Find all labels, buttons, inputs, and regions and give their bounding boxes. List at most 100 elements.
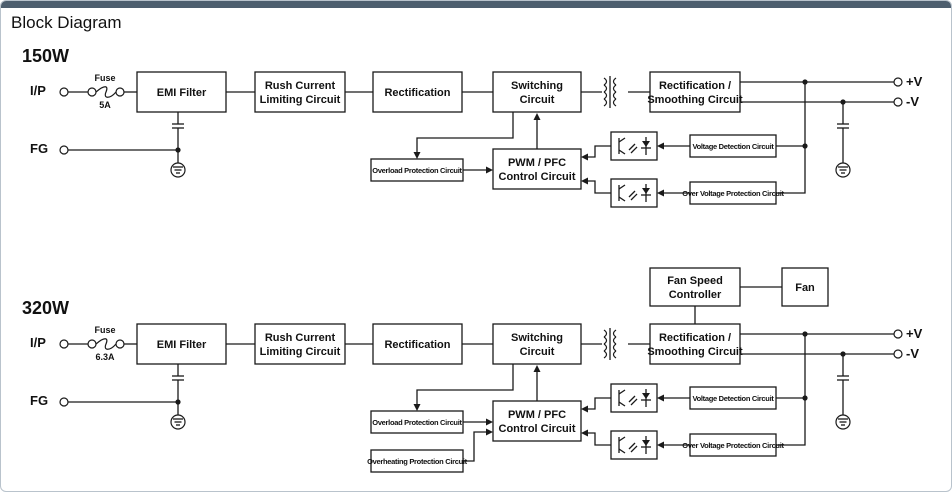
arrow-head — [657, 441, 664, 449]
wire — [628, 190, 636, 198]
terminal-circle — [893, 77, 903, 87]
emi-filter-block-label: EMI Filter — [157, 339, 207, 351]
wire — [618, 137, 626, 143]
fan-speed-controller-block-label: Controller — [669, 289, 722, 301]
transformer-coil — [612, 336, 617, 345]
smoothing-block-label: Smoothing Circuit — [647, 346, 743, 358]
terminal-circle — [115, 87, 125, 97]
terminal-circle — [893, 329, 903, 339]
transformer-coil — [612, 350, 617, 359]
arrow-head — [657, 142, 664, 150]
arrow-head — [486, 428, 493, 436]
wire — [776, 82, 806, 194]
rush-current-block-label: Limiting Circuit — [260, 94, 341, 106]
arrow-head — [413, 152, 421, 159]
arrow-head — [413, 404, 421, 411]
transformer-coil — [612, 343, 617, 352]
input-label: I/P — [30, 83, 46, 98]
transformer-coil — [603, 350, 608, 359]
wire — [588, 145, 611, 158]
voltage-detection-block-label: Voltage Detection Circuit — [692, 394, 774, 403]
switching-block-label: Circuit — [520, 346, 555, 358]
output-minus-label: -V — [906, 346, 919, 361]
emi-filter-block — [136, 323, 227, 365]
wire — [618, 389, 626, 395]
smoothing-block — [649, 71, 741, 113]
emi-filter-block — [136, 71, 227, 113]
optocoupler — [610, 383, 658, 413]
terminal-circle — [59, 87, 69, 97]
header-bar — [1, 1, 951, 8]
transformer-coil — [612, 91, 617, 100]
terminal-circle — [87, 339, 97, 349]
wire — [588, 397, 611, 410]
wire — [628, 143, 636, 151]
switching-block — [492, 323, 582, 365]
section-heading: 150W — [22, 46, 69, 66]
wire — [618, 401, 626, 407]
pwm-control-block-label: PWM / PFC — [508, 409, 566, 421]
fuse-label: Fuse — [94, 325, 115, 335]
fan-block — [781, 267, 829, 307]
section-heading: 320W — [22, 298, 69, 318]
optocoupler — [610, 131, 658, 161]
overload-protection-block-label: Overload Protection Circuit — [372, 166, 462, 175]
pwm-control-block — [492, 148, 582, 190]
fuse-rating: 6.3A — [95, 352, 115, 362]
wire — [588, 180, 611, 194]
fan-block-label: Fan — [795, 282, 815, 294]
transformer-coil — [603, 91, 608, 100]
arrow-head — [581, 405, 588, 413]
transformer-coil — [603, 98, 608, 107]
arrow-head — [486, 418, 493, 426]
arrow-head — [486, 166, 493, 174]
pwm-control-block-label: Control Circuit — [499, 423, 576, 435]
rectification-block — [372, 323, 463, 365]
overload-protection-block-label: Overload Protection Circuit — [372, 418, 462, 427]
output-plus-label: +V — [906, 326, 923, 341]
output-plus-label: +V — [906, 74, 923, 89]
transformer-coil — [603, 84, 608, 93]
fuse-icon — [95, 86, 117, 98]
optocoupler — [610, 430, 658, 460]
transformer-coil — [603, 336, 608, 345]
arrow-head — [533, 113, 541, 120]
pwm-control-block-label: Control Circuit — [499, 171, 576, 183]
fuse-label: Fuse — [94, 73, 115, 83]
wire — [618, 436, 626, 442]
rectification-block-label: Rectification — [384, 87, 450, 99]
voltage-detection-block-label: Voltage Detection Circuit — [692, 142, 774, 151]
terminal-circle — [59, 339, 69, 349]
junction-dot — [175, 147, 181, 153]
switching-block-label: Circuit — [520, 94, 555, 106]
optocoupler — [610, 178, 658, 208]
switching-block-label: Switching — [511, 332, 563, 344]
transformer-coil — [612, 98, 617, 107]
rush-current-block — [254, 71, 346, 113]
rush-current-block-label: Rush Current — [265, 332, 336, 344]
terminal-circle — [59, 397, 69, 407]
rush-current-block-label: Rush Current — [265, 80, 336, 92]
overvoltage-protection-block-label: Over Voltage Protection Circuit — [682, 441, 784, 450]
smoothing-block — [649, 323, 741, 365]
fan-speed-controller-block-label: Fan Speed — [667, 275, 723, 287]
smoothing-block-label: Rectification / — [659, 80, 731, 92]
arrow-head — [657, 189, 664, 197]
junction-dot — [175, 399, 181, 405]
wire — [588, 432, 611, 446]
transformer-coil — [612, 84, 617, 93]
arrow-head — [581, 429, 588, 437]
switching-block-label: Switching — [511, 80, 563, 92]
ground-label: FG — [30, 393, 48, 408]
wire — [416, 112, 514, 152]
transformer-coil — [603, 343, 608, 352]
terminal-circle — [893, 349, 903, 359]
overheating-protection-block-label: Overheating Protection Circuit — [367, 457, 468, 466]
pwm-control-block — [492, 400, 582, 442]
overvoltage-protection-block-label: Over Voltage Protection Circuit — [682, 189, 784, 198]
wire — [618, 184, 626, 190]
transformer-coil — [603, 77, 608, 86]
wire — [630, 445, 638, 453]
